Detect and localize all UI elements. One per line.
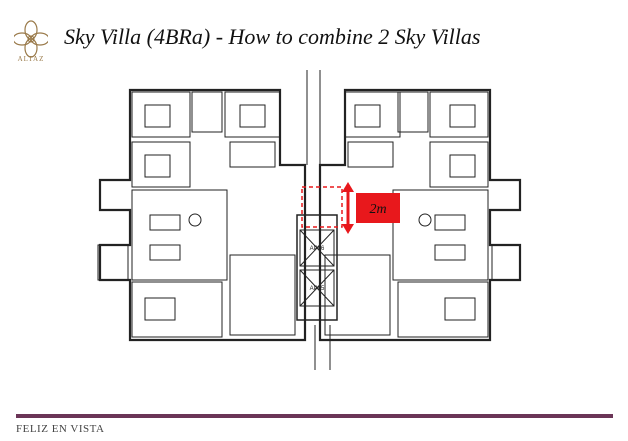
dimension-label: 2m: [369, 202, 386, 217]
lift-label: APL6: [310, 246, 325, 252]
logo-text: ALTAZ: [17, 55, 45, 63]
lift-label: APL5: [310, 286, 325, 292]
footer-brand: FELIZ EN VISTA: [16, 423, 105, 435]
floor-plan: 2m APL6 APL5: [97, 70, 522, 370]
floral-emblem-icon: [14, 20, 48, 58]
dimension-marker: [342, 182, 400, 234]
page-title: Sky Villa (4BRa) - How to combine 2 Sky …: [64, 24, 481, 49]
footer-divider: [16, 414, 613, 418]
